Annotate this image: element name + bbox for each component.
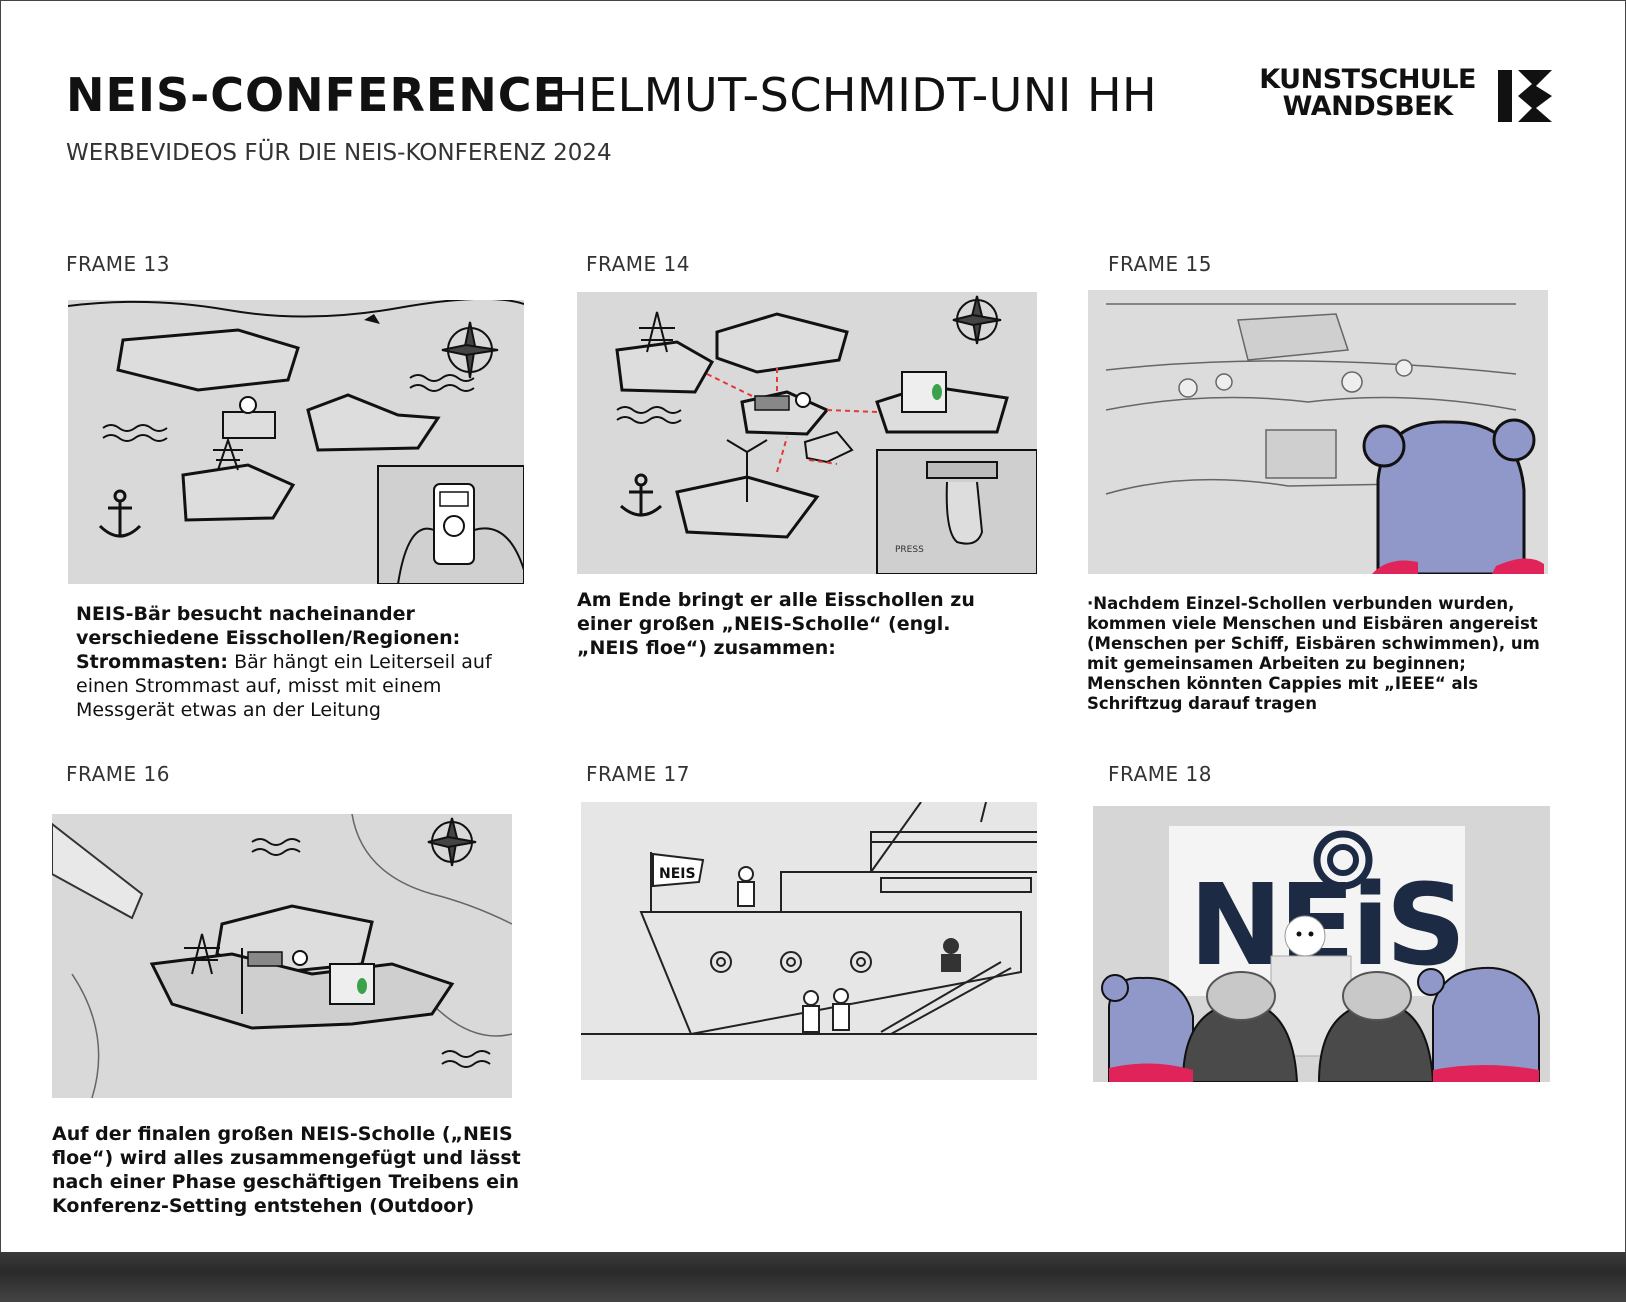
frame-16-caption-text: Auf der finalen großen NEIS-Scholle („NE… bbox=[52, 1123, 521, 1217]
frame-18-label: FRAME 18 bbox=[1108, 762, 1212, 786]
frame-16-drawing bbox=[52, 814, 512, 1098]
frame-13-caption-subheading: Strommasten: bbox=[76, 651, 229, 673]
frame-14-caption-text: Am Ende bringt er alle Eisschollen zu ei… bbox=[577, 589, 975, 659]
page-title: NEIS-CONFERENCE bbox=[66, 68, 565, 122]
frame-15-drawing bbox=[1105, 303, 1544, 574]
frame-17-sketch: NEIS bbox=[581, 802, 1037, 1080]
kunstschule-logo: KUNSTSCHULE WANDSBEK bbox=[1244, 66, 1564, 128]
frame-14-label: FRAME 14 bbox=[586, 252, 690, 276]
frame-17-drawing: NEIS bbox=[581, 802, 1037, 1036]
logo-line-2: WANDSBEK bbox=[1282, 91, 1453, 122]
frame-18-illustration: NEiS bbox=[1093, 806, 1550, 1082]
frame-13-label: FRAME 13 bbox=[66, 252, 170, 276]
frame-13-sketch bbox=[68, 300, 524, 584]
frame-17-label: FRAME 17 bbox=[586, 762, 690, 786]
frame-15-caption: ·Nachdem Einzel-Schollen verbunden wurde… bbox=[1087, 594, 1540, 713]
page-title-location: HELMUT-SCHMIDT-UNI HH bbox=[553, 68, 1158, 122]
frame-14-press-label: PRESS bbox=[895, 545, 924, 555]
page-subtitle: WERBEVIDEOS FÜR DIE NEIS-KONFERENZ 2024 bbox=[66, 140, 612, 166]
frame-14-caption: Am Ende bringt er alle Eisschollen zu ei… bbox=[577, 588, 1017, 660]
frame-13-caption-text: Bär hängt ein Leiterseil auf einen Strom… bbox=[76, 651, 492, 721]
frame-13-drawing bbox=[68, 300, 524, 584]
frame-15-label: FRAME 15 bbox=[1108, 252, 1212, 276]
frame-15-sketch bbox=[1088, 290, 1548, 574]
frame-17-flag-label: NEIS bbox=[659, 866, 696, 882]
frame-13-caption-heading: NEIS-Bär besucht nacheinander verschiede… bbox=[76, 603, 461, 649]
logo-text: KUNSTSCHULE WANDSBEK bbox=[1259, 66, 1476, 120]
frame-14-drawing: PRESS bbox=[615, 295, 1037, 574]
frame-14-sketch: PRESS bbox=[577, 292, 1037, 574]
frame-16-caption: Auf der finalen großen NEIS-Scholle („NE… bbox=[52, 1122, 522, 1218]
frame-18-drawing: NEiS bbox=[1101, 826, 1540, 1082]
logo-mark-icon bbox=[1498, 70, 1552, 122]
logo-line-1: KUNSTSCHULE bbox=[1259, 64, 1476, 95]
frame-13-caption: NEIS-Bär besucht nacheinander verschiede… bbox=[76, 602, 496, 722]
footer-bar bbox=[0, 1252, 1626, 1302]
frame-16-label: FRAME 16 bbox=[66, 762, 170, 786]
frame-16-sketch bbox=[52, 814, 512, 1098]
